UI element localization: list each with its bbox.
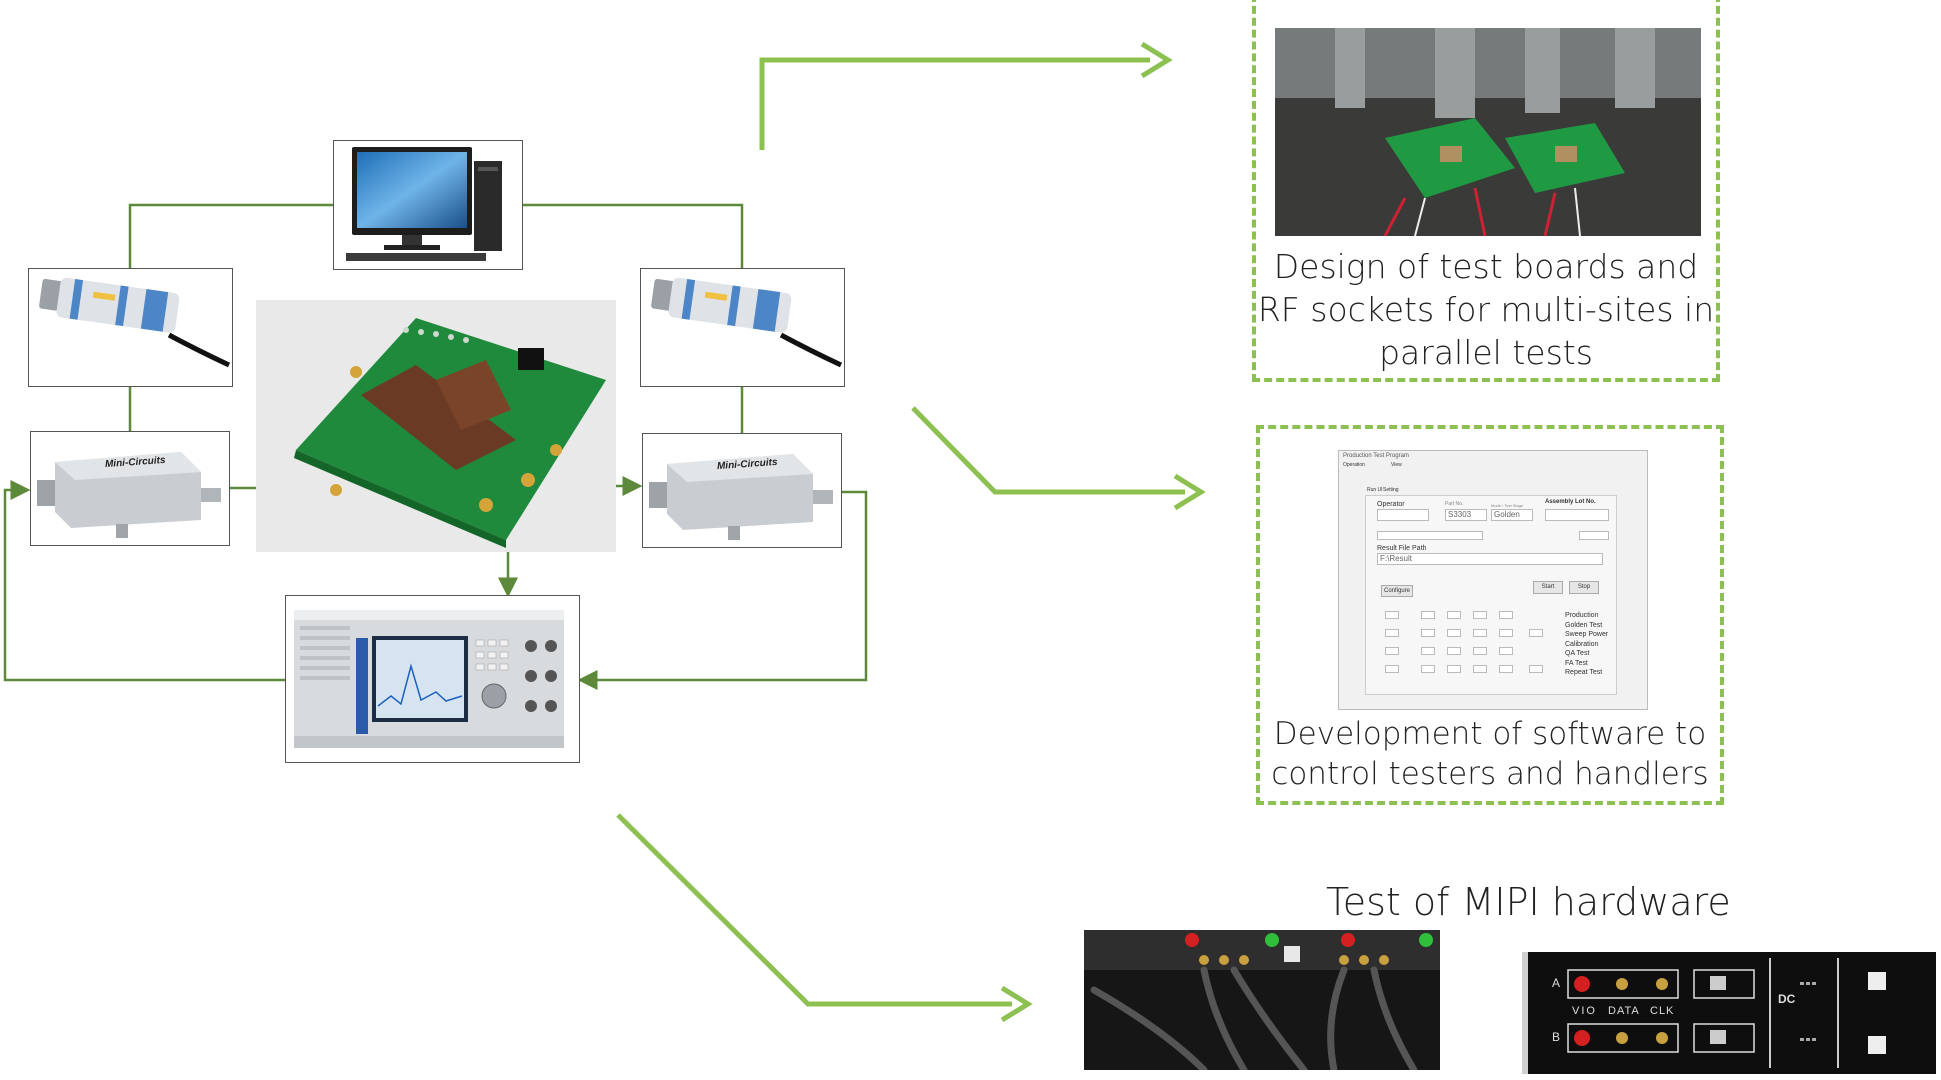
test-mode-option[interactable]: Calibration	[1565, 640, 1599, 648]
test-mode-option[interactable]: Sweep Power	[1565, 631, 1609, 638]
caption-line: Development of software to	[1273, 716, 1707, 752]
grid-cell[interactable]	[1421, 647, 1435, 655]
attenuator-left: Mini-Circuits	[30, 431, 230, 546]
menu-view[interactable]: View	[1391, 462, 1402, 468]
arrow-to-mipi	[616, 813, 1033, 1023]
assembly-lot-field[interactable]	[1545, 509, 1609, 521]
caption-line: parallel tests	[1379, 333, 1593, 372]
mipi-dc-label: DC	[1778, 992, 1796, 1006]
software-section	[1256, 425, 1724, 805]
part-no-label: Part No.	[1445, 501, 1464, 507]
grid-cell[interactable]	[1385, 611, 1399, 619]
software-caption: Development of software to control teste…	[1256, 714, 1724, 794]
grid-cell[interactable]	[1499, 629, 1513, 637]
power-sensor-left	[28, 268, 233, 387]
caption-line: control testers and handlers	[1271, 756, 1709, 792]
grid-cell[interactable]	[1499, 611, 1513, 619]
grid-cell[interactable]	[1473, 611, 1487, 619]
grid-cell[interactable]	[1473, 665, 1487, 673]
operator-label: Operator	[1377, 501, 1405, 508]
power-sensor-right	[640, 268, 845, 387]
mode-label: Mode / Test Stage	[1491, 503, 1524, 508]
mipi-row-label-a: A	[1552, 976, 1561, 990]
signal-analyzer-frame	[285, 595, 580, 763]
stop-button[interactable]: Stop	[1569, 581, 1599, 594]
dut-test-board	[256, 300, 616, 552]
grid-cell[interactable]	[1529, 665, 1543, 673]
grid-cell[interactable]	[1421, 611, 1435, 619]
arrow-to-test-boards	[759, 41, 1173, 150]
test-mode-list: Production Golden Test Sweep Power Calib…	[1565, 611, 1608, 678]
mipi-signal-vio: VIO	[1572, 1005, 1597, 1017]
socket-boards-photo	[1275, 28, 1701, 236]
socket-boards-photo-icon	[1275, 28, 1701, 236]
mipi-panel-photo: A B VIO DATA CLK DC	[1522, 952, 1936, 1074]
grid-cell[interactable]	[1499, 647, 1513, 655]
window-title: Production Test Program	[1343, 453, 1409, 459]
test-mode-option[interactable]: FA Test	[1565, 659, 1588, 667]
signal-analyzer-icon	[294, 610, 564, 748]
menu-operation[interactable]: Operation	[1343, 462, 1365, 468]
result-file-field[interactable]: F:\Result	[1377, 553, 1603, 565]
test-boards-section	[1252, 0, 1720, 382]
site-grid	[1379, 607, 1559, 689]
caption-line: Design of test boards and	[1273, 247, 1699, 286]
attenuator-icon	[649, 454, 833, 540]
grid-cell[interactable]	[1499, 665, 1513, 673]
mipi-cabling-photo-icon	[1084, 930, 1440, 1070]
grid-cell[interactable]	[1385, 665, 1399, 673]
power-sensor-icon	[39, 277, 231, 368]
pcb-board-icon	[294, 318, 606, 548]
computer-frame	[333, 140, 523, 270]
secondary-field-right[interactable]	[1579, 531, 1609, 540]
tab-run-ui[interactable]: Run UI	[1367, 487, 1383, 493]
grid-cell[interactable]	[1473, 629, 1487, 637]
start-button[interactable]: Start	[1533, 581, 1563, 594]
grid-cell[interactable]	[1421, 629, 1435, 637]
grid-cell[interactable]	[1529, 629, 1543, 637]
grid-cell[interactable]	[1385, 647, 1399, 655]
configure-button[interactable]: Configure	[1381, 585, 1413, 597]
power-sensor-icon	[651, 277, 843, 368]
mipi-cabling-photo	[1084, 930, 1440, 1070]
attenuator-icon	[37, 452, 221, 538]
mipi-title: Test of MIPI hardware	[1326, 880, 1731, 924]
caption-line: RF sockets for multi-sites in	[1257, 290, 1715, 329]
mode-field[interactable]: Golden	[1491, 509, 1533, 521]
test-software-window: Production Test Program Operation View R…	[1338, 450, 1648, 710]
part-no-field[interactable]: S3303	[1445, 509, 1487, 521]
grid-cell[interactable]	[1447, 665, 1461, 673]
test-mode-option[interactable]: Production	[1565, 612, 1599, 619]
desktop-computer-icon	[346, 147, 502, 261]
test-mode-option[interactable]: Repeat Test	[1565, 669, 1603, 676]
grid-cell[interactable]	[1473, 647, 1487, 655]
assembly-lot-label: Assembly Lot No.	[1545, 499, 1596, 505]
mipi-signal-clk: CLK	[1650, 1005, 1675, 1017]
mipi-panel-icon	[1528, 952, 1936, 1074]
test-mode-option[interactable]: Golden Test	[1565, 621, 1603, 629]
test-mode-option[interactable]: QA Test	[1565, 650, 1590, 657]
operator-field[interactable]	[1377, 509, 1429, 521]
mipi-row-label-b: B	[1552, 1030, 1561, 1044]
arrow-to-software	[911, 406, 1206, 511]
grid-cell[interactable]	[1447, 647, 1461, 655]
grid-cell[interactable]	[1421, 665, 1435, 673]
grid-cell[interactable]	[1447, 629, 1461, 637]
mipi-signal-data: DATA	[1608, 1005, 1640, 1017]
test-boards-caption: Design of test boards and RF sockets for…	[1256, 245, 1716, 374]
attenuator-right: Mini-Circuits	[642, 433, 842, 548]
grid-cell[interactable]	[1385, 629, 1399, 637]
tab-setting[interactable]: Setting	[1383, 487, 1399, 493]
grid-cell[interactable]	[1447, 611, 1461, 619]
result-file-label: Result File Path	[1377, 545, 1427, 552]
secondary-field[interactable]	[1377, 531, 1483, 540]
